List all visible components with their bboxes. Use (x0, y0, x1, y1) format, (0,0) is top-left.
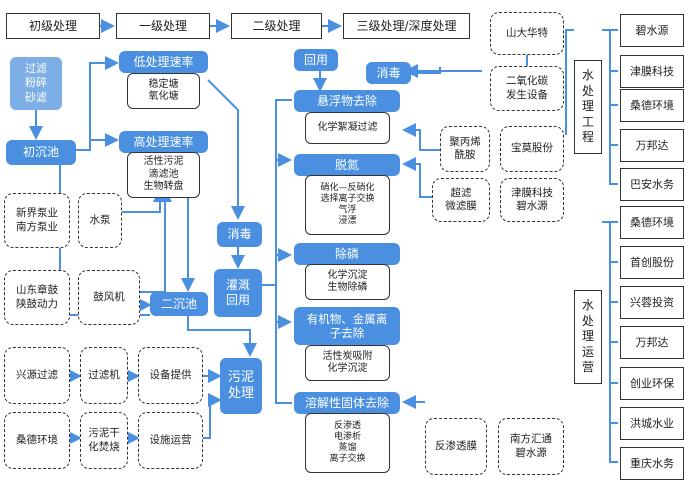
equipment-supply: 设备提供 (138, 347, 203, 404)
dissolved-solids-header: 溶解性固体去除 (294, 392, 400, 414)
primary-settling-tank: 初沉池 (6, 140, 76, 165)
eng-company: 万邦达 (620, 129, 684, 162)
secondary-settling-tank: 二沉池 (150, 292, 208, 316)
ops-company: 兴蓉投资 (620, 286, 684, 319)
metals-desc: 活性炭吸附 化学沉淀 (305, 345, 390, 381)
low-rate-desc: 稳定塘 氧化塘 (127, 73, 200, 109)
pump-companies: 新界泵业 南方泵业 (4, 193, 70, 248)
co2-generator: 二氧化碳 发生设备 (490, 66, 564, 111)
reuse-node: 回用 (294, 49, 338, 71)
dissolved-solids-desc: 反渗透 电渗析 蒸馏 离子交换 (305, 413, 390, 473)
ops-company: 洪城水业 (620, 407, 684, 440)
ro-membrane: 反渗透膜 (425, 418, 487, 475)
ops-company: 万邦达 (620, 326, 684, 359)
stage-first: 一级处理 (116, 13, 210, 39)
stage-second: 二级处理 (231, 13, 322, 39)
filter-machine: 过滤机 (80, 347, 128, 404)
sangde-left: 桑德环境 (4, 412, 70, 469)
stage-primary: 初级处理 (6, 13, 100, 39)
filter-company: 兴源过滤 (4, 347, 70, 404)
ultrafiltration: 超滤 微滤膜 (432, 178, 490, 222)
phosphorus-header: 除磷 (294, 243, 400, 265)
eng-title: 水 处 理 工 程 (574, 60, 602, 154)
eng-company: 碧水源 (620, 14, 684, 47)
ops-company: 桑德环境 (620, 206, 684, 239)
ro-companies: 南方汇通 碧水源 (498, 418, 564, 475)
pump: 水泵 (78, 193, 122, 248)
suspended-solids-header: 悬浮物去除 (294, 90, 400, 112)
sludge-treatment: 污泥 处理 (220, 358, 262, 414)
low-rate-header: 低处理速率 (119, 51, 208, 73)
disinfection-top: 消毒 (366, 62, 411, 84)
stage-third: 三级处理/深度处理 (343, 13, 470, 39)
disinfection-left: 消毒 (217, 222, 262, 247)
baomo: 宝莫股份 (500, 126, 564, 172)
eng-company: 桑德环境 (620, 89, 684, 122)
pre-treatment: 过滤 粉碎 砂滤 (10, 57, 62, 110)
high-rate-desc: 活性污泥 滴滤池 生物转盘 (127, 152, 200, 198)
nitrogen-desc: 硝化—反硝化 选择离子交换 气浮 浸漂 (305, 175, 390, 235)
ops-company: 重庆水务 (620, 447, 684, 480)
uf-companies: 津膜科技 碧水源 (500, 178, 564, 222)
high-rate-header: 高处理速率 (119, 131, 208, 153)
eng-company: 津膜科技 (620, 55, 684, 88)
phosphorus-desc: 化学沉淀 生物除磷 (305, 264, 390, 300)
blower-companies: 山东章鼓 陕鼓动力 (4, 270, 70, 325)
metals-header: 有机物、金属离 子去除 (294, 307, 400, 345)
irrigation-reuse: 灌溉 回用 (214, 269, 262, 317)
blower: 鼓风机 (78, 270, 140, 325)
suspended-solids-desc: 化学絮凝过滤 (305, 112, 390, 144)
ops-title: 水 处 理 运 营 (574, 290, 602, 384)
facility-operation: 设施运营 (138, 412, 203, 469)
polyacrylamide: 聚丙烯 酰胺 (440, 126, 490, 172)
sludge-incineration: 污泥干 化焚烧 (80, 412, 128, 469)
nitrogen-header: 脱氮 (294, 154, 400, 176)
ops-company: 创业环保 (620, 367, 684, 400)
eng-company: 巴安水务 (620, 168, 684, 201)
ops-company: 首创股份 (620, 246, 684, 279)
shanda-huate: 山大华特 (490, 12, 564, 55)
